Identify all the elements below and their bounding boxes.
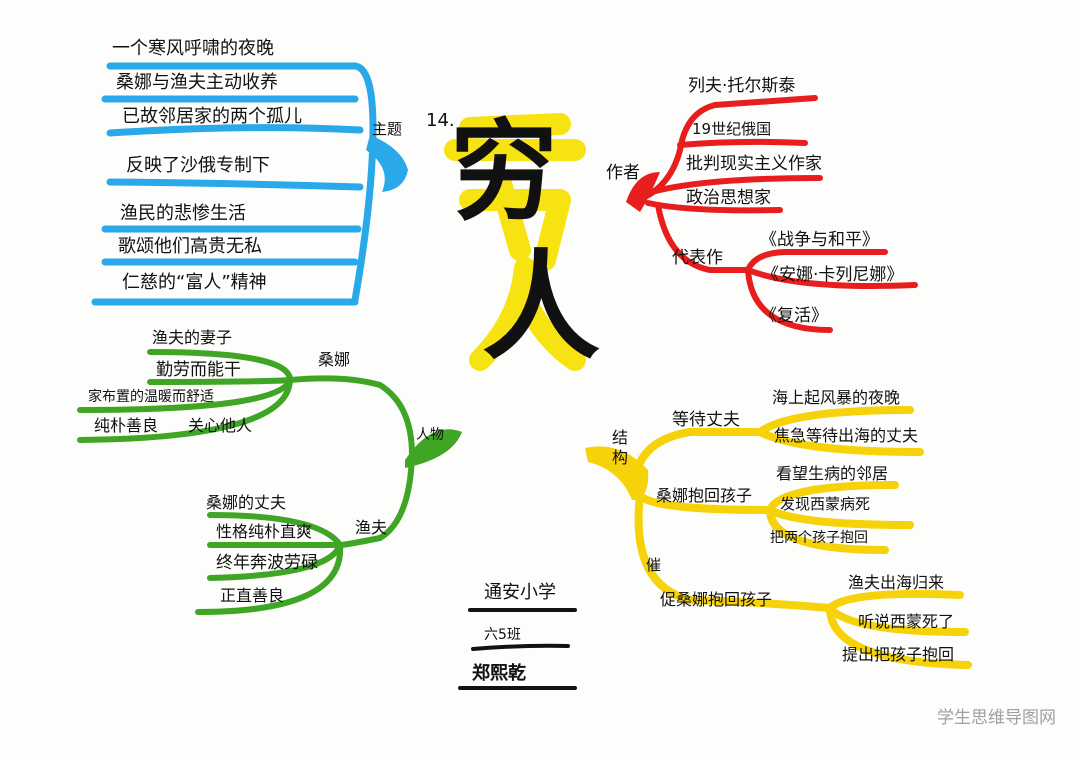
- lesson-number: 14.: [426, 110, 455, 131]
- character-fisherman-item: 终年奔波劳碌: [216, 553, 318, 573]
- structure-urging-item: 听说西蒙死了: [858, 612, 955, 631]
- signature-underlines: [458, 608, 577, 690]
- watermark: 学生思维导图网: [937, 708, 1056, 728]
- structure-branch-lines: [631, 406, 972, 669]
- structure-waiting-item: 海上起风暴的夜晚: [772, 388, 901, 407]
- structure-taking-item: 把两个孩子抱回: [770, 530, 868, 546]
- author-item: 政治思想家: [686, 188, 771, 208]
- structure-urging-item: 提出把孩子抱回: [842, 645, 955, 664]
- character-fisherman-label: 渔夫: [355, 518, 388, 537]
- author-leaf: [626, 172, 660, 212]
- character-sangna-item: 渔夫的妻子: [152, 328, 233, 347]
- author-work: 《复活》: [760, 306, 828, 326]
- theme-item: 反映了沙俄专制下: [126, 155, 270, 176]
- theme-branch-lines: [91, 62, 377, 306]
- theme-item: 已故邻居家的两个孤儿: [122, 106, 302, 127]
- theme-item: 桑娜与渔夫主动收养: [116, 72, 278, 93]
- author-work: 《安娜·卡列尼娜》: [762, 265, 904, 285]
- characters-leaf: [405, 429, 462, 468]
- author-label: 作者: [606, 163, 640, 183]
- characters-label: 人物: [416, 427, 444, 443]
- character-sangna-label: 桑娜: [318, 350, 351, 369]
- character-fisherman-item: 性格纯朴直爽: [216, 522, 313, 541]
- theme-label: 主题: [372, 120, 403, 138]
- theme-item: 一个寒风呼啸的夜晚: [112, 38, 274, 59]
- theme-leaf: [366, 135, 408, 192]
- theme-item: 仁慈的“富人”精神: [122, 272, 267, 293]
- character-fisherman-item: 桑娜的丈夫: [206, 493, 287, 512]
- title-char-poor: 穷: [450, 109, 559, 235]
- structure-waiting-item: 焦急等待出海的丈夫: [774, 426, 919, 445]
- signature-class: 六5班: [484, 627, 521, 643]
- title-glow: [444, 113, 586, 371]
- structure-waiting-label: 等待丈夫: [672, 410, 740, 430]
- structure-urging-label: 催: [646, 556, 662, 574]
- character-fisherman-item: 正直善良: [220, 586, 285, 605]
- character-sangna-item: 关心他人: [188, 416, 253, 435]
- structure-urging-sublabel: 促桑娜抱回孩子: [660, 590, 773, 609]
- author-branch-lines: [635, 95, 918, 333]
- signature-school: 通安小学: [484, 582, 556, 603]
- author-item: 19世纪俄国: [692, 120, 772, 138]
- title-char-person: 人: [482, 237, 601, 376]
- structure-taking-label: 桑娜抱回孩子: [656, 486, 753, 505]
- author-item: 批判现实主义作家: [686, 154, 822, 174]
- character-sangna-item: 家布置的温暖而舒适: [88, 389, 214, 405]
- author-work: 《战争与和平》: [760, 230, 879, 250]
- structure-label: 结构: [612, 428, 629, 467]
- theme-item: 歌颂他们高贵无私: [118, 236, 262, 257]
- character-sangna-item: 纯朴善良: [94, 416, 159, 435]
- signature-name: 郑熙乾: [472, 663, 526, 684]
- structure-urging-item: 渔夫出海归来: [848, 573, 945, 592]
- characters-branch-lines: [77, 349, 415, 615]
- structure-taking-item: 发现西蒙病死: [780, 495, 871, 513]
- theme-item: 渔民的悲惨生活: [120, 203, 246, 224]
- character-sangna-item: 勤劳而能干: [156, 360, 241, 380]
- structure-taking-item: 看望生病的邻居: [776, 464, 889, 483]
- author-item: 列夫·托尔斯泰: [688, 76, 796, 96]
- structure-leaf: [585, 446, 649, 500]
- author-works-label: 代表作: [672, 248, 723, 268]
